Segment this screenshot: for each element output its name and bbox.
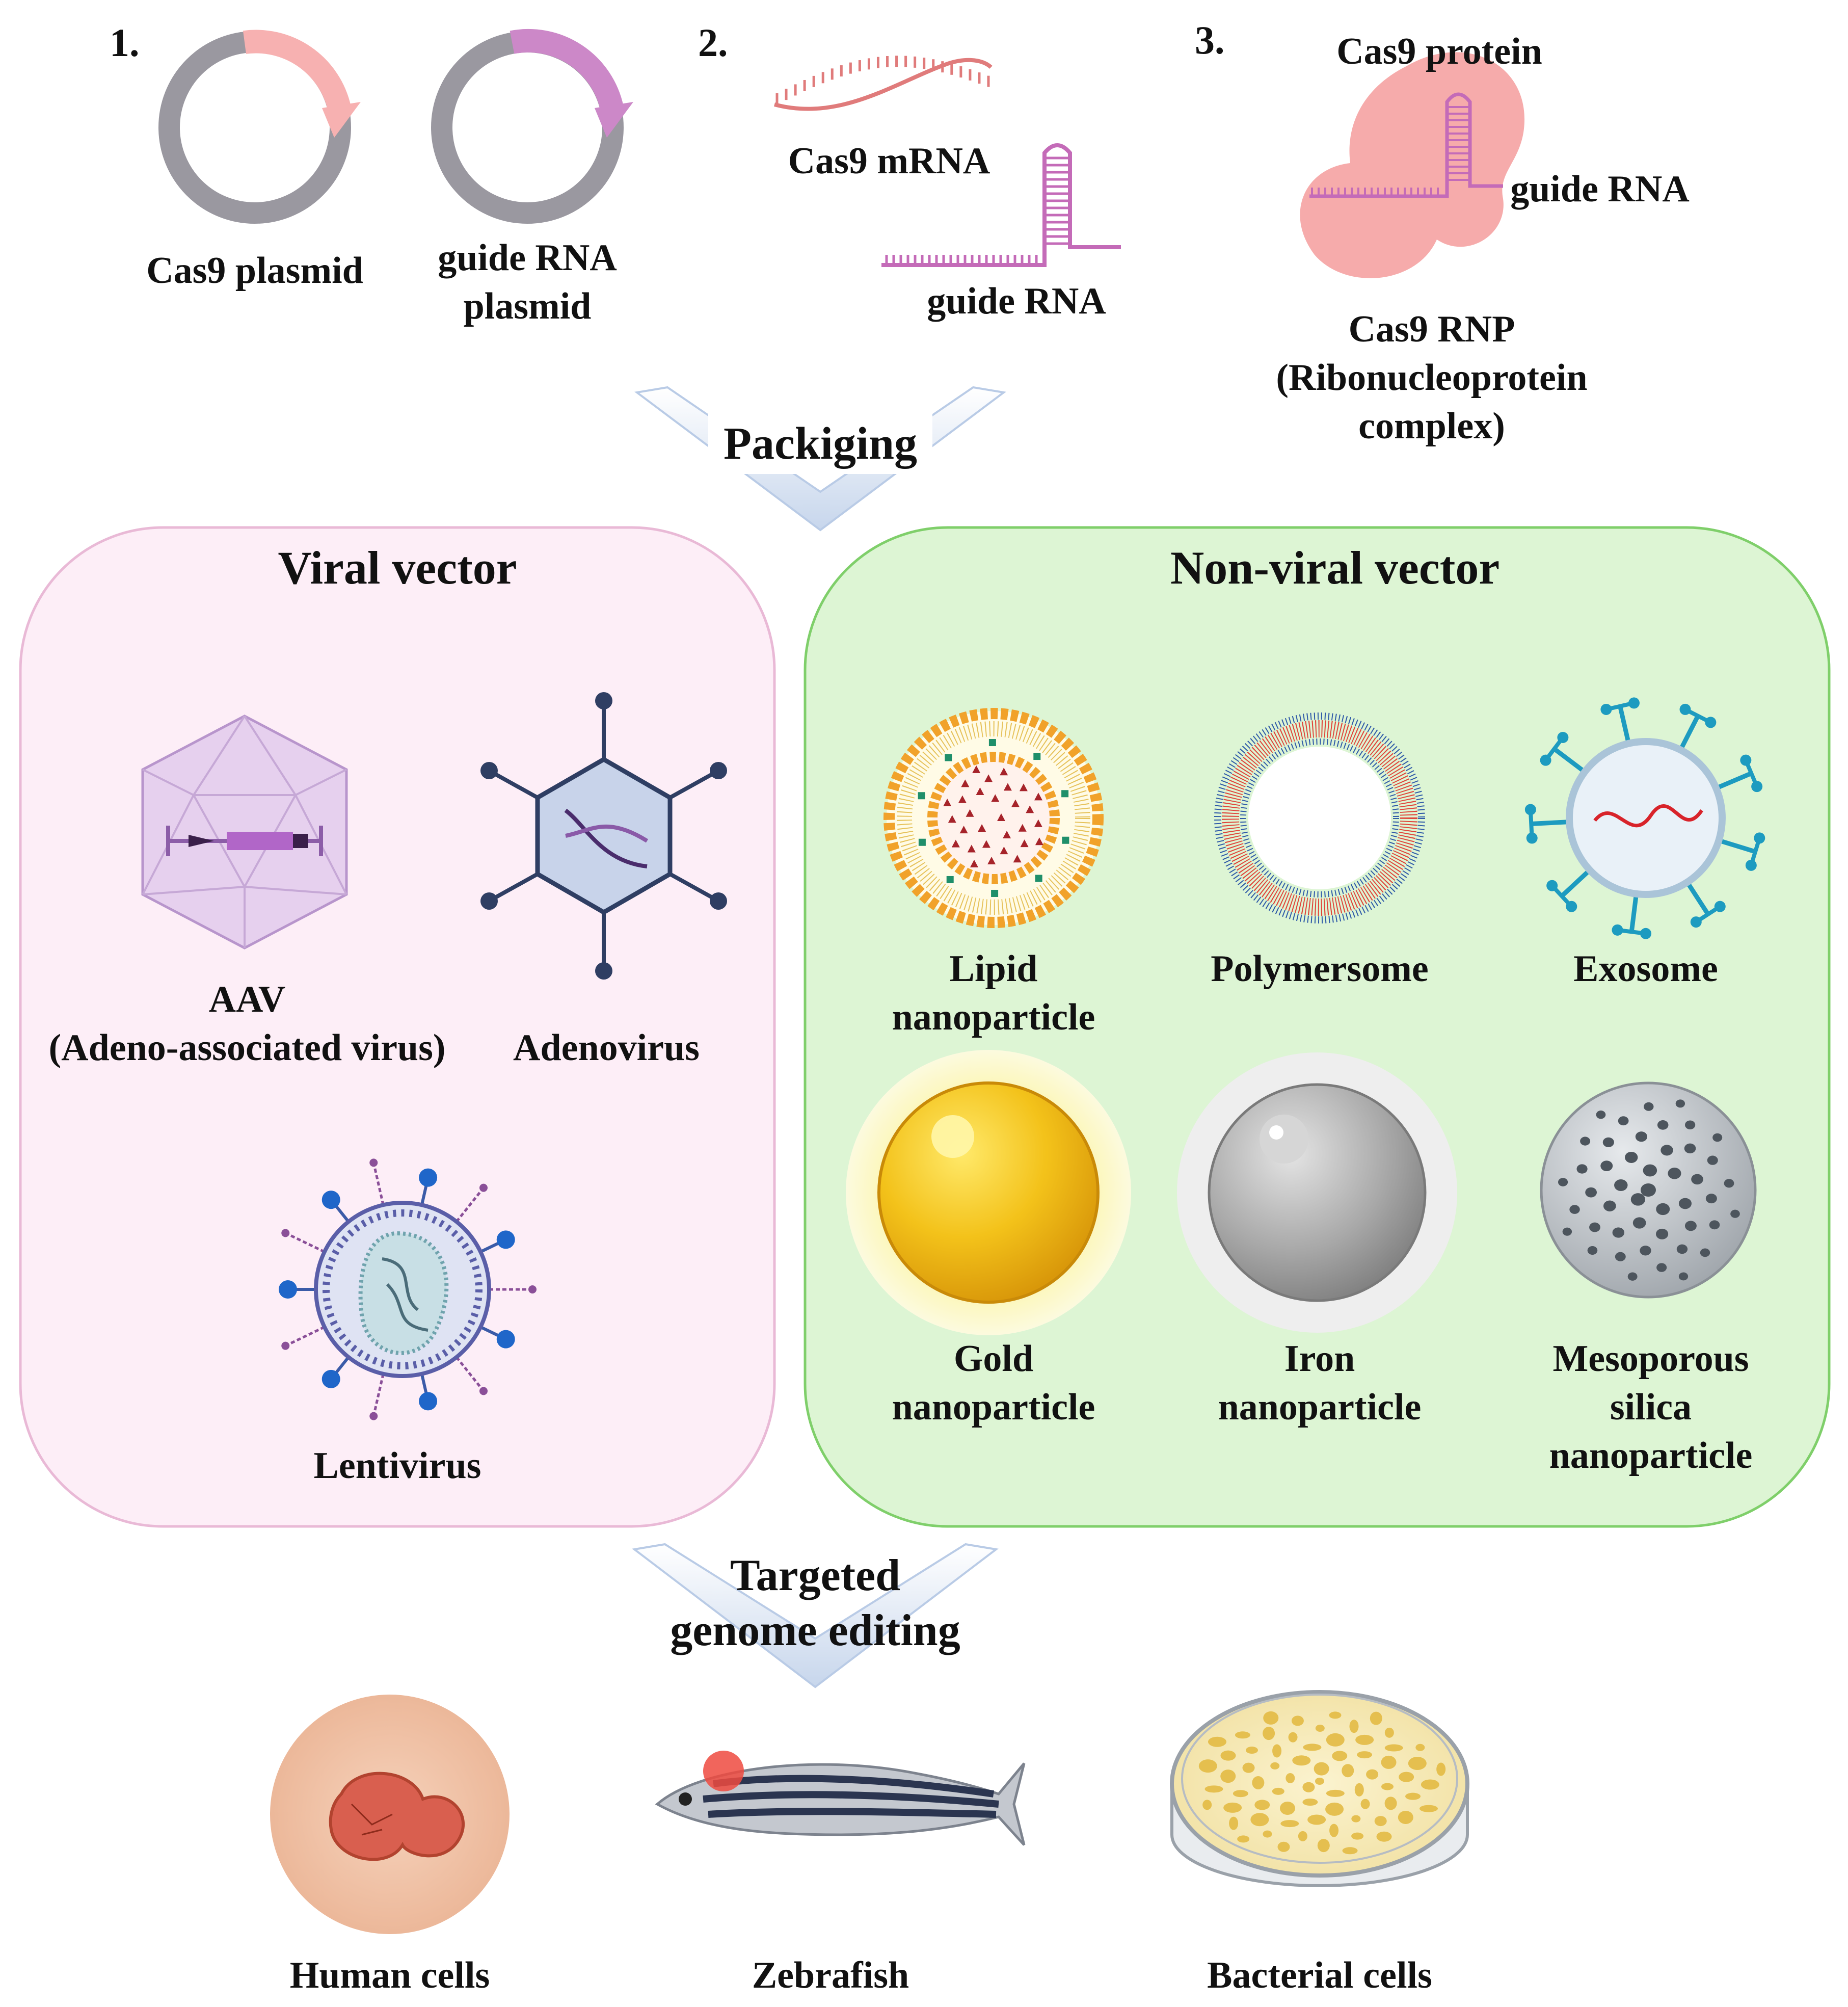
cas9-rnp-icon bbox=[1300, 52, 1525, 278]
guide-rna-hairpin-icon bbox=[881, 143, 1121, 267]
cas9-mrna-icon bbox=[773, 56, 993, 111]
cas9-mrna-label: Cas9 mRNA bbox=[788, 140, 990, 182]
polymersome-label: Polymersome bbox=[1211, 948, 1428, 990]
polymersome-icon bbox=[1214, 712, 1425, 923]
iron-label-1: Iron bbox=[1284, 1338, 1355, 1380]
lentivirus-label: Lentivirus bbox=[314, 1445, 481, 1487]
targeted-label-2: genome editing bbox=[670, 1606, 960, 1655]
targeted-label-1: Targeted bbox=[730, 1551, 900, 1600]
gold-label-1: Gold bbox=[954, 1338, 1033, 1380]
rnp-guide-rna-label: guide RNA bbox=[1510, 168, 1690, 210]
guide-rna-label: guide RNA bbox=[927, 280, 1106, 322]
cas9-protein-label: Cas9 protein bbox=[1336, 31, 1542, 72]
adenovirus-label: Adenovirus bbox=[513, 1027, 700, 1069]
cas9-plasmid-label: Cas9 plasmid bbox=[146, 250, 363, 292]
silica-label-1: Mesoporous bbox=[1552, 1338, 1749, 1380]
packaging-label: Packiging bbox=[724, 418, 917, 469]
adenovirus-icon bbox=[480, 692, 727, 980]
lipid-label-1: Lipid bbox=[950, 948, 1038, 990]
nonviral-vector-panel: Non-viral vector Lipid nanoparticle Poly… bbox=[804, 526, 1831, 1528]
rnp-label-1: Cas9 RNP bbox=[1349, 308, 1515, 350]
zebrafish-icon bbox=[655, 1751, 1026, 1846]
item-number-3: 3. bbox=[1195, 18, 1225, 62]
lentivirus-icon bbox=[279, 1158, 537, 1420]
cargo-forms: 1. Cas9 plasmid guide RNA plasmid 2. Cas… bbox=[110, 18, 1690, 447]
bacterial-cells-icon bbox=[1170, 1690, 1469, 1887]
viral-vector-panel: Viral vector AAV (A bbox=[19, 526, 776, 1528]
rnp-label-3: complex) bbox=[1358, 405, 1505, 447]
aav-icon bbox=[141, 715, 348, 949]
human-cells-label: Human cells bbox=[290, 1955, 490, 1996]
aav-label-2: (Adeno-associated virus) bbox=[48, 1027, 445, 1069]
iron-label-2: nanoparticle bbox=[1218, 1386, 1422, 1428]
rnp-label-2: (Ribonucleoprotein bbox=[1276, 357, 1587, 399]
lipid-nanoparticle-icon bbox=[883, 708, 1104, 928]
targets: Human cells Zebrafish Bacterial cells bbox=[270, 1690, 1469, 1996]
exosome-label: Exosome bbox=[1573, 948, 1718, 990]
iron-nanoparticle-icon bbox=[1177, 1052, 1457, 1333]
exosome-icon bbox=[1524, 697, 1765, 939]
gold-label-2: nanoparticle bbox=[892, 1386, 1095, 1428]
aav-label-1: AAV bbox=[209, 979, 286, 1020]
guide-rna-plasmid-label-2: plasmid bbox=[464, 285, 592, 327]
mesoporous-silica-icon bbox=[1540, 1081, 1757, 1299]
packaging-arrow: Packiging bbox=[634, 386, 1006, 532]
item-number-2: 2. bbox=[698, 20, 728, 65]
gold-nanoparticle-icon bbox=[846, 1050, 1131, 1335]
cas9-plasmid-icon bbox=[158, 30, 361, 224]
silica-label-2: silica bbox=[1610, 1386, 1692, 1428]
silica-label-3: nanoparticle bbox=[1549, 1435, 1753, 1476]
lipid-label-2: nanoparticle bbox=[892, 996, 1095, 1038]
zebrafish-label: Zebrafish bbox=[752, 1955, 909, 1996]
guide-rna-plasmid-label-1: guide RNA bbox=[438, 237, 617, 279]
targeted-editing-arrow: Targeted genome editing bbox=[632, 1543, 999, 1688]
nonviral-vector-title: Non-viral vector bbox=[1170, 542, 1499, 594]
item-number-1: 1. bbox=[110, 20, 140, 65]
guide-rna-plasmid-icon bbox=[431, 29, 633, 224]
human-cells-icon bbox=[270, 1695, 510, 1934]
bacterial-cells-label: Bacterial cells bbox=[1207, 1955, 1432, 1996]
viral-vector-title: Viral vector bbox=[278, 542, 517, 594]
